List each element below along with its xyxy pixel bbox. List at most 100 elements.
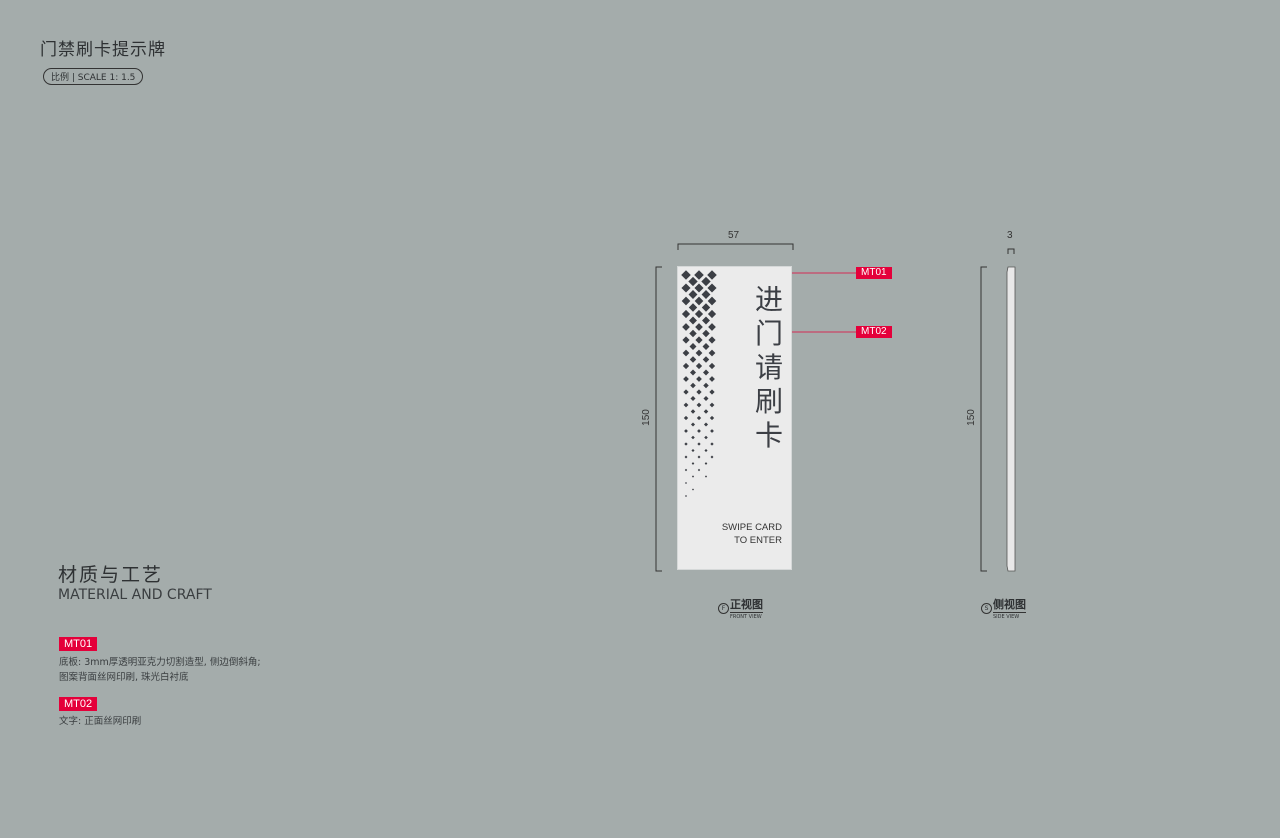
pattern-diamond — [694, 309, 704, 319]
pattern-diamond — [708, 323, 716, 331]
pattern-diamond — [696, 402, 702, 408]
pattern-diamond — [703, 369, 709, 376]
pattern-diamond — [704, 475, 708, 478]
pattern-diamond — [697, 468, 701, 472]
pattern-diamond — [690, 422, 696, 427]
pattern-diamond — [684, 429, 688, 433]
pattern-diamond — [689, 316, 697, 325]
pattern-diamond — [703, 382, 709, 389]
pattern-diamond — [690, 382, 696, 389]
side-height-dimension: 150 — [965, 409, 977, 426]
pattern-diamond — [694, 283, 704, 293]
pattern-diamond — [690, 395, 696, 402]
pattern-diamond — [684, 442, 688, 446]
pattern-diamond — [689, 343, 697, 350]
pattern-diamond — [696, 415, 702, 421]
pattern-diamond — [702, 356, 710, 363]
pattern-diamond — [691, 435, 695, 440]
sign-main-text: 进门请刷卡 — [754, 283, 783, 452]
pattern-diamond — [694, 270, 704, 280]
side-panel — [1006, 266, 1016, 572]
pattern-diamond — [695, 323, 703, 331]
pattern-diamond — [701, 303, 711, 312]
pattern-diamond — [681, 283, 691, 293]
pattern-diamond — [695, 349, 703, 357]
pattern-diamond — [697, 429, 701, 433]
pattern-diamond — [707, 270, 717, 280]
pattern-diamond — [707, 309, 717, 319]
sign-front-panel — [677, 266, 792, 570]
pattern-diamond — [688, 290, 698, 299]
front-view-label: 正视图 — [730, 598, 763, 611]
side-width-dimension: 3 — [1007, 230, 1013, 241]
pattern-diamond — [690, 409, 696, 414]
pattern-diamond — [685, 482, 687, 484]
material-desc-mt02: 文字: 正面丝网印刷 — [59, 716, 142, 727]
pattern-diamond — [694, 296, 704, 306]
callout-mt02: MT02 — [856, 326, 892, 338]
sub-text-line-1: SWIPE CARD — [721, 522, 782, 533]
pattern-diamond — [696, 376, 702, 382]
pattern-diamond — [682, 336, 690, 344]
pattern-diamond — [704, 435, 708, 440]
callout-mt01: MT01 — [856, 267, 892, 279]
pattern-diamond — [688, 303, 698, 312]
pattern-diamond — [707, 296, 717, 306]
pattern-diamond — [702, 343, 710, 350]
pattern-diamond — [691, 448, 695, 453]
pattern-diamond — [683, 376, 689, 382]
sub-text-line-2: TO ENTER — [734, 535, 782, 546]
pattern-diamond — [682, 349, 690, 357]
pattern-diamond — [683, 415, 689, 421]
pattern-diamond — [702, 316, 710, 325]
pattern-diamond — [684, 468, 688, 472]
pattern-diamond — [709, 402, 715, 408]
pattern-diamond — [709, 415, 715, 421]
material-tag-mt01: MT01 — [59, 637, 98, 651]
desc-line: 底板: 3mm厚透明亚克力切割造型, 侧边倒斜角; — [59, 657, 261, 668]
material-subtitle: MATERIAL AND CRAFT — [58, 587, 212, 603]
front-view-sub: FRONT VIEW — [730, 612, 763, 620]
pattern-diamond — [701, 276, 711, 287]
pattern-diamond — [689, 329, 697, 338]
diamond-pattern — [681, 270, 717, 497]
pattern-diamond — [704, 448, 708, 453]
scale-badge: 比例 | SCALE 1: 1.5 — [43, 68, 144, 85]
pattern-diamond — [703, 395, 709, 402]
height-dimension: 150 — [640, 409, 652, 426]
side-view-sub: SIDE VIEW — [993, 612, 1026, 620]
pattern-diamond — [697, 455, 701, 459]
pattern-diamond — [709, 376, 715, 382]
pattern-diamond — [696, 389, 702, 395]
pattern-diamond — [701, 290, 711, 299]
pattern-diamond — [690, 369, 696, 376]
pattern-diamond — [697, 442, 701, 446]
pattern-diamond — [691, 475, 695, 478]
page-title: 门禁刷卡提示牌 — [40, 40, 166, 60]
pattern-diamond — [685, 495, 687, 497]
pattern-diamond — [707, 283, 717, 293]
sign-sub-text: SWIPE CARD TO ENTER — [700, 521, 782, 547]
material-title: 材质与工艺 — [58, 564, 164, 586]
pattern-diamond — [710, 429, 714, 433]
material-tag-mt02: MT02 — [59, 697, 98, 711]
pattern-diamond — [682, 323, 690, 331]
front-view-marker: F — [718, 603, 729, 614]
pattern-diamond — [710, 442, 714, 446]
pattern-diamond — [708, 349, 716, 357]
pattern-diamond — [689, 356, 697, 363]
pattern-diamond — [709, 389, 715, 395]
material-desc-mt01: 底板: 3mm厚透明亚克力切割造型, 侧边倒斜角; 图案背面丝网印刷, 珠光白衬… — [59, 655, 261, 685]
pattern-diamond — [695, 362, 703, 370]
pattern-diamond — [708, 336, 716, 344]
pattern-diamond — [682, 362, 690, 370]
side-view-label: 侧视图 — [993, 598, 1026, 611]
pattern-diamond — [703, 422, 709, 427]
pattern-diamond — [683, 389, 689, 395]
pattern-diamond — [683, 402, 689, 408]
pattern-diamond — [692, 488, 694, 491]
pattern-diamond — [702, 329, 710, 338]
desc-line: 图案背面丝网印刷, 珠光白衬底 — [59, 672, 189, 683]
pattern-diamond — [681, 296, 691, 306]
pattern-diamond — [684, 455, 688, 459]
